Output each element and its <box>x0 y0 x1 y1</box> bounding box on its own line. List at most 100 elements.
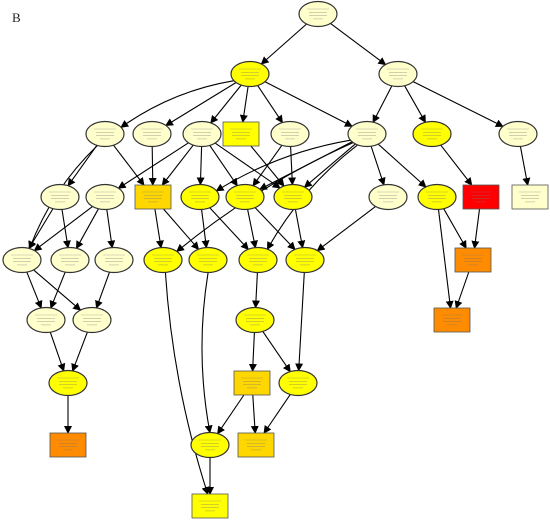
edge-n18-n28 <box>316 205 376 252</box>
go-term-node-n35[interactable] <box>233 370 271 396</box>
edge-n02-n05 <box>165 82 237 127</box>
go-term-node-n04[interactable] <box>85 120 125 148</box>
edge-n17-n28 <box>294 209 306 249</box>
node-shape-n30 <box>26 306 66 334</box>
go-term-node-n14[interactable] <box>134 184 172 210</box>
panel-label: B <box>12 10 21 25</box>
go-term-node-n10[interactable] <box>412 120 452 148</box>
node-shape-n16 <box>225 183 265 211</box>
edge-n32-n36 <box>262 331 291 373</box>
go-term-node-n29[interactable] <box>454 247 492 273</box>
node-shape-n12 <box>40 183 80 211</box>
go-term-node-n11[interactable] <box>498 120 538 148</box>
edge-n13-n23 <box>76 208 99 250</box>
edge-n09-n18 <box>370 146 386 186</box>
node-shape-n39 <box>237 432 275 458</box>
go-term-node-n07[interactable] <box>222 121 260 147</box>
node-shape-n34 <box>48 369 88 397</box>
edge-n35-n38 <box>217 394 245 435</box>
node-shape-n27 <box>238 246 278 274</box>
node-shape-n31 <box>72 306 112 334</box>
edge-n09-n19 <box>377 143 427 188</box>
go-term-node-n20[interactable] <box>462 184 500 210</box>
go-term-node-n32[interactable] <box>235 306 275 334</box>
edge-n36-n39 <box>263 394 291 434</box>
node-shape-n14 <box>134 184 172 210</box>
node-shape-n33 <box>433 307 471 333</box>
edge-n25-n40 <box>164 272 210 495</box>
go-term-node-n26[interactable] <box>188 246 228 274</box>
edge-n20-n29 <box>471 208 481 249</box>
go-term-node-n40[interactable] <box>191 493 229 519</box>
edge-n13-n22 <box>33 205 93 252</box>
node-shape-n29 <box>454 247 492 273</box>
node-shape-n11 <box>498 120 538 148</box>
edge-n32-n35 <box>248 332 257 372</box>
go-term-node-n16[interactable] <box>225 183 265 211</box>
go-term-node-n19[interactable] <box>417 183 457 211</box>
edge-n12-n22 <box>28 208 54 250</box>
go-term-node-n38[interactable] <box>190 431 230 459</box>
go-term-node-n22[interactable] <box>2 246 42 274</box>
node-shape-n07 <box>222 121 260 147</box>
edge-n06-n17 <box>214 142 281 189</box>
go-term-node-n03[interactable] <box>378 60 418 88</box>
edge-n23-n30 <box>49 271 66 309</box>
edge-n02-n04 <box>120 80 234 128</box>
go-term-node-n05[interactable] <box>132 120 172 148</box>
node-shape-n35 <box>233 370 271 396</box>
edge-n02-n08 <box>257 85 283 124</box>
edge-n27-n32 <box>251 272 260 309</box>
edge-n31-n34 <box>71 331 88 372</box>
go-term-node-n08[interactable] <box>270 120 310 148</box>
go-term-node-n25[interactable] <box>143 246 183 274</box>
go-term-node-n17[interactable] <box>273 183 313 211</box>
go-term-node-n12[interactable] <box>40 183 80 211</box>
go-term-node-n37[interactable] <box>49 432 87 458</box>
go-term-node-n13[interactable] <box>85 183 125 211</box>
node-shape-n22 <box>2 246 42 274</box>
go-term-node-n18[interactable] <box>368 183 408 211</box>
go-term-node-n28[interactable] <box>285 246 325 274</box>
edge-n02-n07 <box>239 86 249 123</box>
node-shape-n18 <box>368 183 408 211</box>
node-shape-n09 <box>347 120 387 148</box>
go-term-node-n15[interactable] <box>180 183 220 211</box>
go-term-node-n30[interactable] <box>26 306 66 334</box>
go-term-node-n01[interactable] <box>298 0 338 28</box>
node-shape-n38 <box>190 431 230 459</box>
edge-n04-n14 <box>113 144 145 186</box>
node-shape-n25 <box>143 246 183 274</box>
node-shape-n23 <box>50 246 90 274</box>
edge-n15-n26 <box>201 209 210 249</box>
node-shape-n08 <box>270 120 310 148</box>
edge-n04-n12 <box>67 144 98 187</box>
node-shape-n17 <box>273 183 313 211</box>
go-term-node-n39[interactable] <box>237 432 275 458</box>
node-shape-n19 <box>417 183 457 211</box>
node-shape-n04 <box>85 120 125 148</box>
edge-n14-n25 <box>154 208 164 249</box>
go-term-node-n09[interactable] <box>347 120 387 148</box>
edge-n22-n31 <box>33 269 82 311</box>
edge-n14-n26 <box>163 208 200 250</box>
go-term-node-n24[interactable] <box>94 246 134 274</box>
edge-n13-n24 <box>106 209 116 249</box>
go-term-node-n23[interactable] <box>50 246 90 274</box>
edge-n24-n31 <box>95 272 111 309</box>
go-term-node-n02[interactable] <box>230 60 270 88</box>
node-shape-n26 <box>188 246 228 274</box>
go-term-node-n06[interactable] <box>182 120 222 148</box>
node-shape-n36 <box>278 369 318 397</box>
edge-n03-n10 <box>404 85 426 124</box>
go-term-node-n21[interactable] <box>511 184 549 210</box>
node-shape-n21 <box>511 184 549 210</box>
edge-n08-n16 <box>252 144 283 187</box>
node-shape-n20 <box>462 184 500 210</box>
go-term-node-n33[interactable] <box>433 307 471 333</box>
go-term-node-n31[interactable] <box>72 306 112 334</box>
node-shape-n02 <box>230 60 270 88</box>
go-term-node-n36[interactable] <box>278 369 318 397</box>
go-term-node-n27[interactable] <box>238 246 278 274</box>
go-term-node-n34[interactable] <box>48 369 88 397</box>
